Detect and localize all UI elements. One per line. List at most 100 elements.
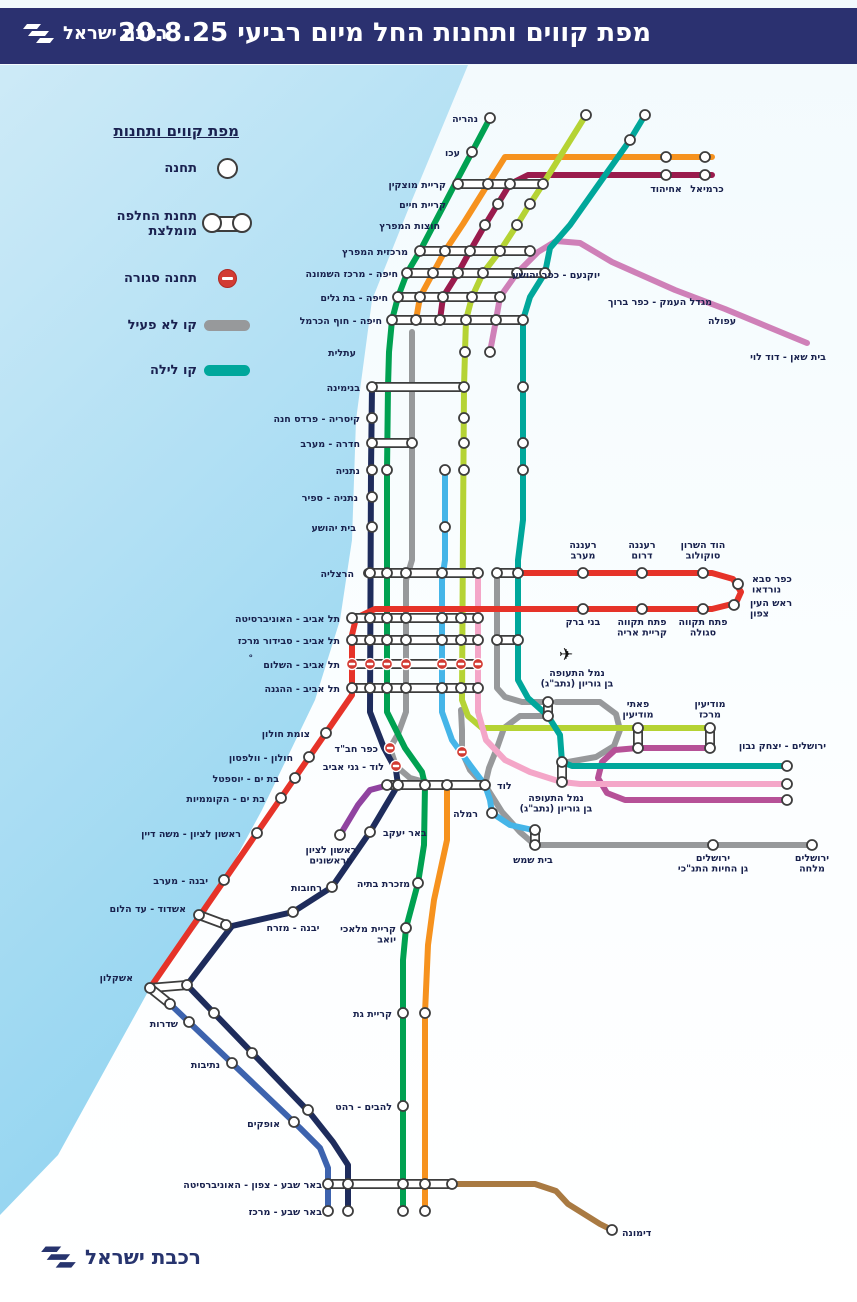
station-marker <box>636 567 648 579</box>
station-marker <box>436 612 448 624</box>
station-marker <box>322 1178 334 1190</box>
station-marker <box>492 198 504 210</box>
line-inactive-s-curve <box>553 699 623 765</box>
station-marker <box>412 877 424 889</box>
station-marker <box>556 776 568 788</box>
station-marker <box>419 1007 431 1019</box>
station-marker <box>381 779 393 791</box>
station-marker <box>781 760 793 772</box>
station-marker <box>220 919 232 931</box>
station-label: אחיהוד <box>650 184 682 195</box>
station-marker <box>364 826 376 838</box>
line-red-coastal-loop <box>147 570 744 991</box>
station-label: בנימינה <box>327 383 361 394</box>
station-marker <box>439 464 451 476</box>
station-marker <box>342 1205 354 1217</box>
station-label: רחובות <box>291 883 322 894</box>
station-marker <box>366 381 378 393</box>
station-marker <box>639 109 651 121</box>
station-marker <box>419 1178 431 1190</box>
line-brown-dimona <box>449 1181 615 1233</box>
station-marker <box>397 1100 409 1112</box>
station-label: ירושלים - יצחק נבון <box>739 741 826 752</box>
station-label: חולון - וולפסון <box>229 753 293 764</box>
station-marker <box>436 682 448 694</box>
station-marker <box>577 567 589 579</box>
station-marker <box>397 1007 409 1019</box>
station-marker <box>397 1205 409 1217</box>
station-marker <box>660 151 672 163</box>
station-label: רמלה <box>453 809 478 820</box>
station-label: לוד - גני אביב <box>323 762 384 773</box>
station-marker <box>636 603 648 615</box>
station-label: חדרה - מערב <box>300 439 360 450</box>
station-marker <box>464 245 476 257</box>
closed-station-bar <box>402 662 410 666</box>
station-marker <box>446 1178 458 1190</box>
station-marker <box>364 634 376 646</box>
station-marker <box>346 682 358 694</box>
station-marker <box>400 567 412 579</box>
station-marker <box>697 567 709 579</box>
station-marker <box>386 314 398 326</box>
station-marker <box>346 612 358 624</box>
station-marker <box>632 742 644 754</box>
station-marker <box>342 1178 354 1190</box>
station-label: עפולה <box>708 316 736 327</box>
station-label: חוצות המפרץ <box>379 221 440 232</box>
station-label: דימונה <box>622 1228 652 1239</box>
station-marker <box>517 464 529 476</box>
station-marker <box>660 169 672 181</box>
page-title: מפת קווים ותחנות החל מיום רביעי 20.8.25 <box>118 18 652 48</box>
closed-station-bar <box>386 746 394 750</box>
station-marker <box>484 346 496 358</box>
station-marker <box>246 1047 258 1059</box>
station-label: נהריה <box>452 114 478 125</box>
station-marker <box>494 291 506 303</box>
station-marker <box>144 982 156 994</box>
station-marker <box>334 829 346 841</box>
station-marker <box>288 1116 300 1128</box>
station-marker <box>486 807 498 819</box>
station-marker <box>302 1104 314 1116</box>
station-marker <box>397 1178 409 1190</box>
station-marker <box>458 381 470 393</box>
station-label: בית שאן - דוד לוי <box>750 352 826 363</box>
railways-mark-icon <box>41 1246 76 1268</box>
station-label: בית יהושע <box>311 523 356 534</box>
station-marker <box>479 779 491 791</box>
station-marker <box>577 603 589 615</box>
station-marker <box>632 722 644 734</box>
legend: מפת קווים ותחנות תחנה תחנת החלפה מומלצת … <box>62 122 257 408</box>
station-marker <box>218 874 230 886</box>
station-marker <box>472 567 484 579</box>
header-bar: מפת קווים ותחנות החל מיום רביעי 20.8.25 … <box>0 8 857 64</box>
station-marker <box>460 314 472 326</box>
station-marker <box>381 612 393 624</box>
station-marker <box>512 634 524 646</box>
station-marker <box>326 881 338 893</box>
station-label: ראשון לציון - משה דיין <box>141 829 241 840</box>
station-marker <box>364 567 376 579</box>
station-marker <box>504 178 516 190</box>
station-marker <box>529 824 541 836</box>
station-marker <box>479 219 491 231</box>
station-icon <box>197 158 257 179</box>
station-marker <box>455 634 467 646</box>
station-label: כרמיאל <box>690 184 723 195</box>
closed-station-bar <box>366 662 374 666</box>
station-marker <box>539 267 551 279</box>
station-label: תל אביב - סבידור מרכז <box>238 636 340 647</box>
station-marker <box>517 381 529 393</box>
station-marker <box>400 922 412 934</box>
station-marker <box>466 291 478 303</box>
station-marker <box>381 682 393 694</box>
